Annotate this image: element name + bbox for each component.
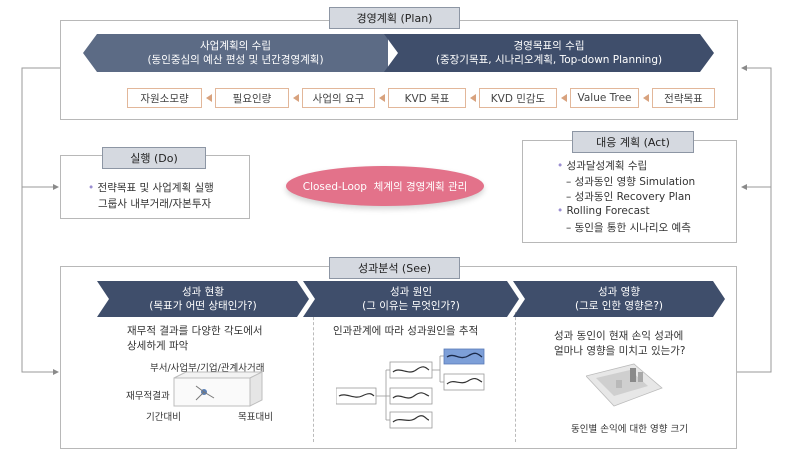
act-item1: • 성과달성계획 수립 <box>557 160 648 172</box>
chain-arrow-4 <box>470 94 476 102</box>
cube-top-label: 부서/사업부/기업/관계사거래 <box>150 363 265 374</box>
see-col3-caption: 동인별 손익에 대한 영향 크기 <box>571 424 688 435</box>
act-item1-sub2: – 성과동인 Recovery Plan <box>566 191 691 203</box>
bullet-icon: • <box>557 205 564 217</box>
plan-right-banner-subtitle: (중장기목표, 시나리오계획, Top-down Planning) <box>435 54 663 66</box>
see-col2-banner-subtitle: (그 이유는 무엇인가?) <box>362 300 460 312</box>
chain-box-kvd-sensitivity: KVD 민감도 <box>479 88 557 108</box>
chain-arrow-2 <box>293 94 299 102</box>
bullet-icon: • <box>557 160 564 172</box>
see-col2-desc: 인과관계에 따라 성과원인을 추적 <box>333 325 479 337</box>
cube-bottom-left-label: 기간대비 <box>146 412 181 423</box>
plan-title: 경영계획 (Plan) <box>329 7 460 29</box>
chain-box-manpower: 필요인량 <box>215 88 289 108</box>
data-cube-icon <box>173 371 263 407</box>
plan-left-banner: 사업계획의 수립 (동인중심의 예산 편성 및 년간경영계획) <box>83 34 388 72</box>
see-col1-banner-subtitle: (목표가 어떤 상태인가?) <box>149 300 257 312</box>
act-item2-sub1: – 동인을 통한 시나리오 예측 <box>566 222 691 234</box>
see-col1-desc1: 재무적 결과를 다양한 각도에서 <box>127 325 263 337</box>
see-col3-desc1: 성과 동인이 현재 손익 성과에 <box>554 330 684 342</box>
cause-tree-diagram <box>336 348 485 429</box>
plan-right-banner: 경영목표의 수립 (중장기목표, 시나리오계획, Top-down Planni… <box>384 34 714 72</box>
plan-left-banner-title: 사업계획의 수립 <box>200 40 271 52</box>
see-divider-1 <box>313 312 314 442</box>
do-title: 실행 (Do) <box>102 147 206 169</box>
chain-box-strategic-goal: 전략목표 <box>652 88 715 108</box>
see-col1-banner: 성과 현황 (목표가 어떤 상태인가?) <box>97 281 309 317</box>
see-title: 성과분석 (See) <box>329 257 460 279</box>
chain-arrow-3 <box>379 94 385 102</box>
act-frame <box>522 140 737 243</box>
chain-box-business-demand: 사업의 요구 <box>302 88 375 108</box>
act-item2: • Rolling Forecast <box>557 205 650 217</box>
do-line2: 그룹사 내부거래/자본투자 <box>98 198 212 210</box>
cube-bottom-right-label: 목표대비 <box>238 412 273 423</box>
see-col1-banner-title: 성과 현황 <box>182 286 224 298</box>
closed-loop-ellipse: Closed-Loop 체계의 경영계획 관리 <box>286 166 484 206</box>
chain-arrow-1 <box>206 94 212 102</box>
act-title: 대응 계획 (Act) <box>572 131 694 153</box>
see-col3-banner: 성과 영향 (그로 인한 영향은?) <box>513 281 725 317</box>
see-col2-banner: 성과 원인 (그 이유는 무엇인가?) <box>303 281 519 317</box>
closed-loop-label: Closed-Loop 체계의 경영계획 관리 <box>302 180 468 193</box>
do-line1: • 전략목표 및 사업계획 실행 <box>88 182 214 194</box>
chain-box-resource: 자원소모량 <box>127 88 202 108</box>
bullet-icon: • <box>88 182 95 194</box>
chain-box-kvd-target: KVD 목표 <box>388 88 466 108</box>
impact-chart-icon <box>586 363 663 407</box>
cube-left-label: 재무적결과 <box>126 391 170 402</box>
chain-box-value-tree: Value Tree <box>570 88 639 108</box>
see-col3-banner-subtitle: (그로 인한 영향은?) <box>574 300 664 312</box>
chain-arrow-5 <box>561 94 567 102</box>
see-col3-banner-title: 성과 영향 <box>598 286 640 298</box>
see-col1-desc2: 상세하게 파악 <box>127 340 189 352</box>
plan-left-banner-subtitle: (동인중심의 예산 편성 및 년간경영계획) <box>147 54 324 66</box>
plan-right-banner-title: 경영목표의 수립 <box>513 40 585 52</box>
see-divider-2 <box>515 312 516 442</box>
act-item1-sub1: – 성과동인 영향 Simulation <box>566 176 696 188</box>
chain-arrow-6 <box>643 94 649 102</box>
see-col3-desc2: 얼마나 영향을 미치고 있는가? <box>554 345 686 357</box>
see-col2-banner-title: 성과 원인 <box>390 286 432 298</box>
